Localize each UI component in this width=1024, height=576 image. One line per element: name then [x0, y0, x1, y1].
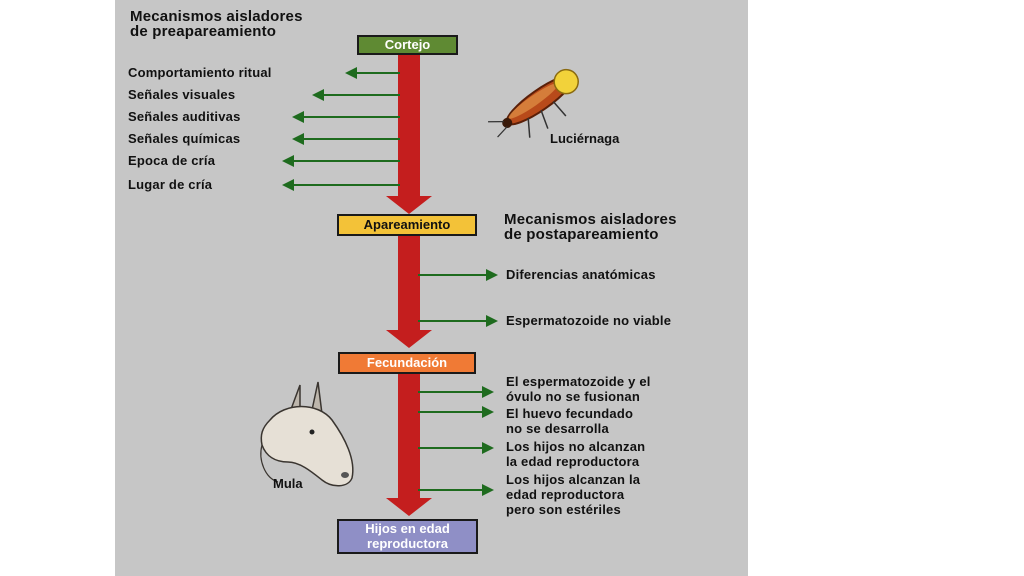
trunk-arrowhead-1 — [386, 196, 432, 214]
mechanism-arrows — [282, 67, 498, 496]
trunk-segment-2 — [398, 236, 420, 330]
mule-head-icon — [260, 381, 354, 487]
stage-apareamiento: Apareamiento — [337, 214, 477, 236]
trunk-arrowhead-2 — [386, 330, 432, 348]
fertilization-mechanism-label: Los hijos alcanzan la edad reproductora … — [506, 472, 641, 517]
trunk — [386, 55, 432, 516]
pre-mechanism-label: Señales químicas — [128, 131, 241, 146]
postapareamiento-heading: Mecanismos aisladores de postapareamient… — [504, 211, 677, 243]
pre-arrow-1 — [345, 67, 400, 79]
fert-arrow-1 — [418, 386, 494, 398]
post-mechanism-label: Diferencias anatómicas — [506, 267, 656, 282]
pre-arrow-5 — [282, 155, 400, 167]
pre-arrow-4 — [292, 133, 400, 145]
fertilization-mechanism-label: El huevo fecundado no se desarrolla — [506, 406, 634, 436]
fertilization-mechanism-label: El espermatozoide y el óvulo no se fusio… — [506, 374, 651, 404]
pre-arrow-2 — [312, 89, 400, 101]
pre-mechanism-label: Señales auditivas — [128, 109, 241, 124]
stage-fecundacion: Fecundación — [338, 352, 476, 374]
mule-label: Mula — [273, 476, 303, 491]
trunk-segment-1 — [398, 55, 420, 196]
stage-hijos: Hijos en edad reproductora — [337, 519, 478, 554]
preapareamiento-heading: Mecanismos aisladores de preapareamiento — [130, 8, 303, 40]
post-arrow-1 — [418, 269, 498, 281]
fertilization-mechanism-label: Los hijos no alcanzan la edad reproducto… — [506, 439, 646, 469]
pre-mechanism-label: Comportamiento ritual — [128, 65, 272, 80]
pre-arrow-6 — [282, 179, 400, 191]
firefly-icon — [488, 68, 579, 138]
pre-arrow-3 — [292, 111, 400, 123]
firefly-label: Luciérnaga — [550, 131, 620, 146]
pre-mechanism-label: Epoca de cría — [128, 153, 216, 168]
stage-cortejo: Cortejo — [357, 35, 458, 55]
trunk-segment-3 — [398, 374, 420, 498]
fert-arrow-2 — [418, 406, 494, 418]
diagram-panel — [115, 0, 748, 576]
pre-mechanism-label: Señales visuales — [128, 87, 236, 102]
fert-arrow-4 — [418, 484, 494, 496]
trunk-arrowhead-3 — [386, 498, 432, 516]
pre-mechanism-label: Lugar de cría — [128, 177, 213, 192]
fert-arrow-3 — [418, 442, 494, 454]
post-arrow-2 — [418, 315, 498, 327]
post-mechanism-label: Espermatozoide no viable — [506, 313, 672, 328]
